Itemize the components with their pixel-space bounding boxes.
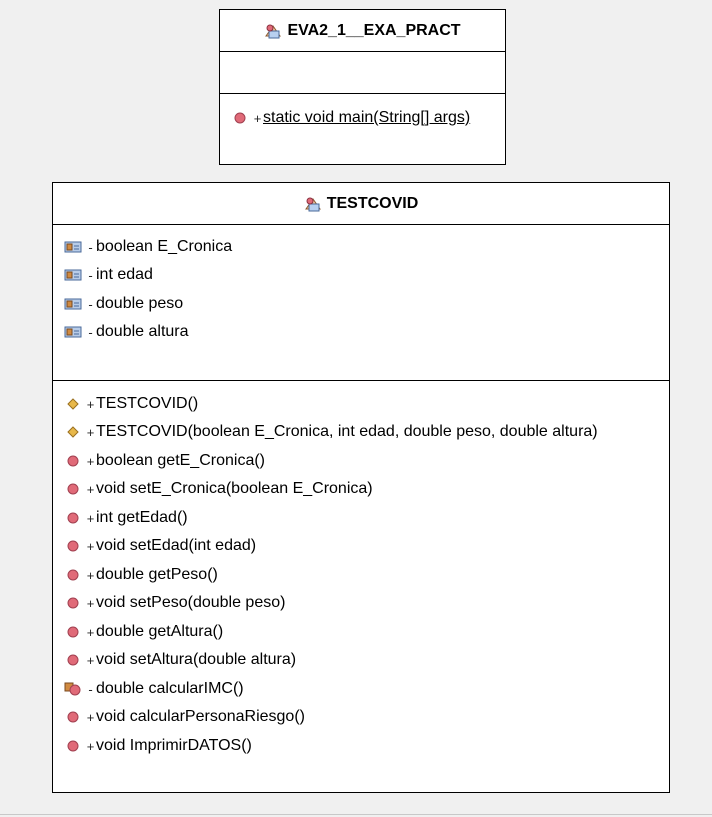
visibility-marker: +: [86, 652, 95, 668]
visibility-marker: +: [86, 567, 95, 583]
method-signature: void setEdad(int edad): [96, 537, 257, 554]
method-signature: double getPeso(): [96, 566, 218, 583]
visibility-marker: +: [86, 510, 95, 526]
method-row[interactable]: - double calcularIMC(): [53, 679, 244, 699]
canvas-bottom-border: [0, 814, 712, 815]
method-signature: void ImprimirDATOS(): [96, 737, 252, 754]
method-signature: double getAltura(): [96, 623, 224, 640]
class-header: TESTCOVID: [53, 183, 669, 225]
visibility-marker: -: [88, 324, 93, 340]
visibility-marker: +: [86, 481, 95, 497]
method-row[interactable]: + void setAltura(double altura): [53, 650, 296, 670]
visibility-marker: +: [86, 538, 95, 554]
method-row[interactable]: + void setEdad(int edad): [53, 536, 256, 556]
public-method-icon: [61, 483, 85, 495]
method-signature: TESTCOVID(): [96, 395, 199, 412]
public-method-icon: [61, 626, 85, 638]
attributes-section: [220, 52, 505, 94]
method-signature: void setPeso(double peso): [96, 594, 286, 611]
visibility-marker: +: [86, 453, 95, 469]
attributes-section: - boolean E_Cronica - int edad: [53, 225, 669, 381]
attribute-signature: boolean E_Cronica: [96, 238, 233, 255]
visibility-marker: +: [86, 595, 95, 611]
method-signature: static void main(String[] args): [263, 109, 471, 126]
private-method-icon: [61, 682, 85, 696]
method-signature: double calcularIMC(): [96, 680, 244, 697]
method-row[interactable]: + int getEdad(): [53, 508, 188, 528]
method-signature: void setAltura(double altura): [96, 651, 297, 668]
public-method-icon: [61, 569, 85, 581]
visibility-marker: -: [88, 681, 93, 697]
visibility-marker: +: [86, 709, 95, 725]
method-signature: TESTCOVID(boolean E_Cronica, int edad, d…: [96, 423, 598, 440]
public-method-icon: [61, 597, 85, 609]
attribute-signature: double peso: [96, 295, 184, 312]
methods-section: + TESTCOVID() + TESTCOVID(boolean E_Cron…: [53, 381, 669, 792]
attribute-signature: double altura: [96, 323, 189, 340]
uml-class-testcovid[interactable]: TESTCOVID - boolean E_Cronica: [52, 182, 670, 793]
method-row[interactable]: + void calcularPersonaRiesgo(): [53, 707, 305, 727]
attribute-row[interactable]: - boolean E_Cronica: [53, 237, 232, 257]
visibility-marker: +: [86, 396, 95, 412]
method-row[interactable]: + void setPeso(double peso): [53, 593, 285, 613]
method-row[interactable]: + static void main(String[] args): [220, 108, 470, 128]
class-name: TESTCOVID: [326, 194, 419, 212]
public-method-icon: [61, 540, 85, 552]
method-row[interactable]: + TESTCOVID(): [53, 394, 198, 414]
method-signature: void calcularPersonaRiesgo(): [96, 708, 305, 725]
method-signature: int getEdad(): [96, 509, 188, 526]
private-attribute-icon: [61, 297, 85, 311]
method-row[interactable]: + boolean getE_Cronica(): [53, 451, 265, 471]
class-icon: [264, 23, 282, 39]
method-row[interactable]: + TESTCOVID(boolean E_Cronica, int edad,…: [53, 422, 598, 442]
uml-class-eva2-1-exa-pract[interactable]: EVA2_1__EXA_PRACT + static void main(Str…: [219, 9, 506, 165]
constructor-icon: [61, 426, 85, 438]
visibility-marker: -: [88, 239, 93, 255]
attribute-signature: int edad: [96, 266, 153, 283]
public-method-icon: [61, 654, 85, 666]
visibility-marker: -: [88, 296, 93, 312]
private-attribute-icon: [61, 325, 85, 339]
method-signature: boolean getE_Cronica(): [96, 452, 265, 469]
visibility-marker: +: [86, 624, 95, 640]
constructor-icon: [61, 398, 85, 410]
attribute-row[interactable]: - double altura: [53, 322, 189, 342]
class-name: EVA2_1__EXA_PRACT: [287, 21, 461, 39]
attribute-row[interactable]: - int edad: [53, 265, 153, 285]
visibility-marker: +: [86, 738, 95, 754]
public-method-icon: [61, 740, 85, 752]
method-row[interactable]: + void setE_Cronica(boolean E_Cronica): [53, 479, 373, 499]
public-method-icon: [61, 455, 85, 467]
public-method-icon: [61, 512, 85, 524]
methods-section: + static void main(String[] args): [220, 94, 505, 164]
private-attribute-icon: [61, 268, 85, 282]
method-row[interactable]: + double getAltura(): [53, 622, 223, 642]
visibility-marker: -: [88, 267, 93, 283]
attribute-row[interactable]: - double peso: [53, 294, 183, 314]
method-row[interactable]: + double getPeso(): [53, 565, 218, 585]
class-header: EVA2_1__EXA_PRACT: [220, 10, 505, 52]
method-signature: void setE_Cronica(boolean E_Cronica): [96, 480, 373, 497]
public-method-icon: [228, 112, 252, 124]
visibility-marker: +: [253, 110, 262, 126]
private-attribute-icon: [61, 240, 85, 254]
class-icon: [304, 196, 322, 212]
visibility-marker: +: [86, 424, 95, 440]
public-method-icon: [61, 711, 85, 723]
method-row[interactable]: + void ImprimirDATOS(): [53, 736, 252, 756]
